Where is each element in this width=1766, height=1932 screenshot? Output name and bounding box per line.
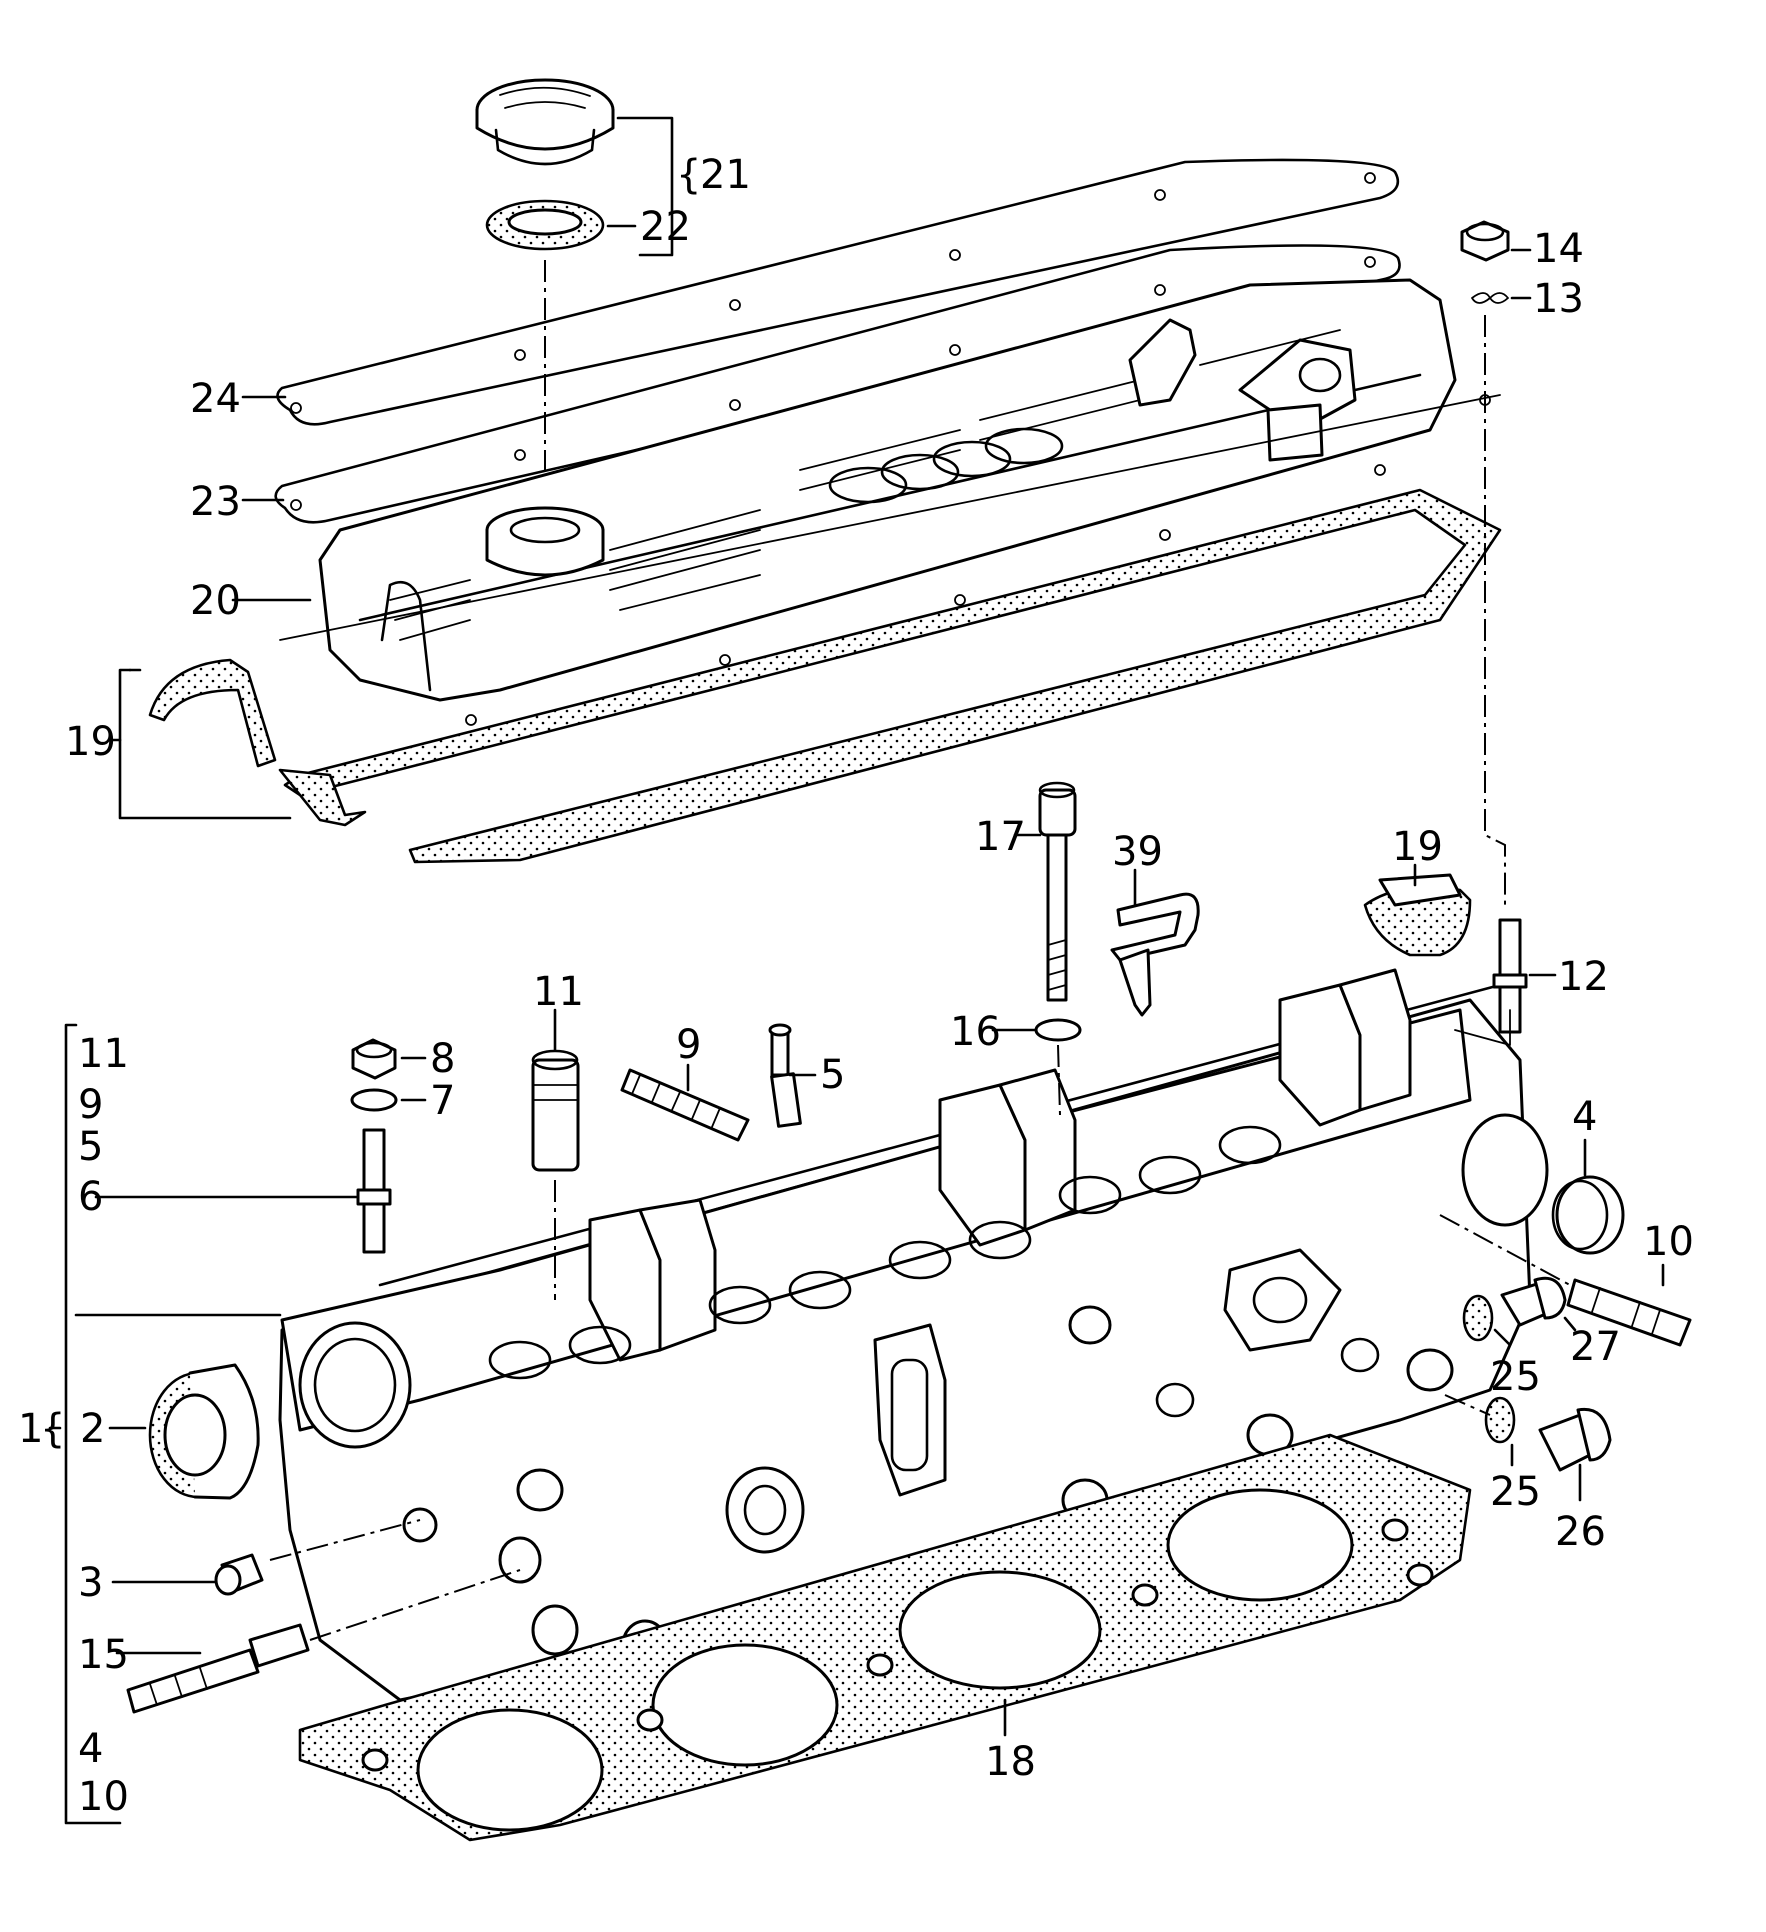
cylinder-head bbox=[278, 968, 1549, 1702]
cam-seal-right bbox=[1363, 873, 1472, 957]
callout-19-left: 19 bbox=[65, 719, 116, 765]
stud-10 bbox=[1566, 1278, 1692, 1347]
cover-base-gasket-tail bbox=[278, 768, 367, 827]
kit-item: 9 bbox=[78, 1082, 103, 1128]
callout-22: 22 bbox=[640, 204, 691, 250]
callout-19-right: 19 bbox=[1392, 824, 1443, 870]
callout-39: 39 bbox=[1112, 829, 1163, 875]
washer-25-axis bbox=[1444, 1394, 1491, 1416]
oil-filler-cap bbox=[475, 78, 615, 166]
callout-24: 24 bbox=[190, 376, 241, 422]
washer-25-lower bbox=[1484, 1396, 1516, 1444]
cover-flange-edge bbox=[279, 394, 1501, 641]
bolt-17 bbox=[1038, 781, 1077, 1002]
callout-12: 12 bbox=[1558, 954, 1609, 1000]
callout-2: 2 bbox=[80, 1406, 105, 1452]
valve-pockets bbox=[488, 1125, 1282, 1380]
callout-5-top: 5 bbox=[820, 1052, 845, 1098]
stud-6 bbox=[356, 1128, 392, 1254]
callout-3: 3 bbox=[78, 1560, 103, 1606]
plug-3 bbox=[214, 1553, 264, 1596]
washer-13 bbox=[1471, 292, 1509, 304]
callout-9-top: 9 bbox=[676, 1022, 701, 1068]
drain-plug-27 bbox=[1500, 1276, 1567, 1327]
callout-brace-1: { bbox=[40, 1406, 65, 1452]
callout-10-top: 10 bbox=[1643, 1219, 1694, 1265]
cover-gasket-holes bbox=[290, 172, 1376, 511]
head-gasket bbox=[298, 1433, 1472, 1842]
stud-10-axis bbox=[1439, 1214, 1571, 1286]
cover-gasket-inner bbox=[274, 244, 1401, 524]
kit-item: 4 bbox=[78, 1726, 103, 1772]
callout-13: 13 bbox=[1533, 276, 1584, 322]
washer-16 bbox=[1034, 1018, 1082, 1042]
cap-plug-4 bbox=[1551, 1175, 1625, 1255]
callout-4-top: 4 bbox=[1572, 1094, 1597, 1140]
callout-14: 14 bbox=[1533, 226, 1584, 272]
callout-21: 21 bbox=[700, 152, 751, 198]
cam-seal-left bbox=[148, 658, 277, 768]
callout-26: 26 bbox=[1555, 1509, 1606, 1555]
callout-8: 8 bbox=[430, 1036, 455, 1082]
valve-cover bbox=[318, 278, 1491, 726]
kit-item: 5 bbox=[78, 1124, 103, 1170]
plug-3-axis bbox=[269, 1519, 421, 1561]
stud-12-leader-box bbox=[1454, 1009, 1511, 1046]
cam-bearing-caps bbox=[588, 968, 1412, 1362]
cover-base-gasket bbox=[283, 488, 1502, 864]
kit-component-list: 11 9 5 6 4 10 bbox=[78, 1031, 129, 1820]
washer-25-upper bbox=[1462, 1294, 1494, 1342]
stud-axis-right bbox=[1484, 315, 1506, 905]
callout-18: 18 bbox=[985, 1739, 1036, 1785]
leader-lines bbox=[48, 116, 1665, 1825]
nut-14 bbox=[1460, 220, 1510, 262]
callout-27: 27 bbox=[1570, 1324, 1621, 1370]
callout-brace-21: { bbox=[676, 152, 701, 198]
callout-1: 1 bbox=[18, 1406, 43, 1452]
valve-guide-11 bbox=[531, 1049, 580, 1172]
callout-labels: 21 { 22 14 13 24 23 20 19 17 39 19 12 11… bbox=[18, 152, 1694, 1785]
kit-item: 10 bbox=[78, 1774, 129, 1820]
filler-cap-seal bbox=[485, 199, 605, 251]
callout-17: 17 bbox=[975, 814, 1026, 860]
valve-5 bbox=[768, 1023, 802, 1128]
callout-25-lower: 25 bbox=[1490, 1469, 1541, 1515]
callout-20: 20 bbox=[190, 578, 241, 624]
camshaft-seal-2 bbox=[148, 1363, 260, 1500]
callout-7: 7 bbox=[430, 1078, 455, 1124]
bolt-axis bbox=[1057, 1044, 1061, 1116]
stud-15 bbox=[126, 1623, 310, 1714]
callout-11-top: 11 bbox=[533, 969, 584, 1015]
callout-15: 15 bbox=[78, 1632, 129, 1678]
kit-item: 11 bbox=[78, 1031, 129, 1077]
stud-9 bbox=[620, 1068, 750, 1142]
nut-8 bbox=[351, 1038, 397, 1080]
kit-item: 6 bbox=[78, 1174, 103, 1220]
pipe-39 bbox=[1110, 892, 1200, 1017]
cover-gasket-outer bbox=[276, 158, 1400, 426]
washer-7 bbox=[350, 1088, 398, 1112]
plug-26 bbox=[1538, 1407, 1612, 1472]
callout-23: 23 bbox=[190, 479, 241, 525]
callout-25-upper: 25 bbox=[1490, 1354, 1541, 1400]
callout-16: 16 bbox=[950, 1009, 1001, 1055]
